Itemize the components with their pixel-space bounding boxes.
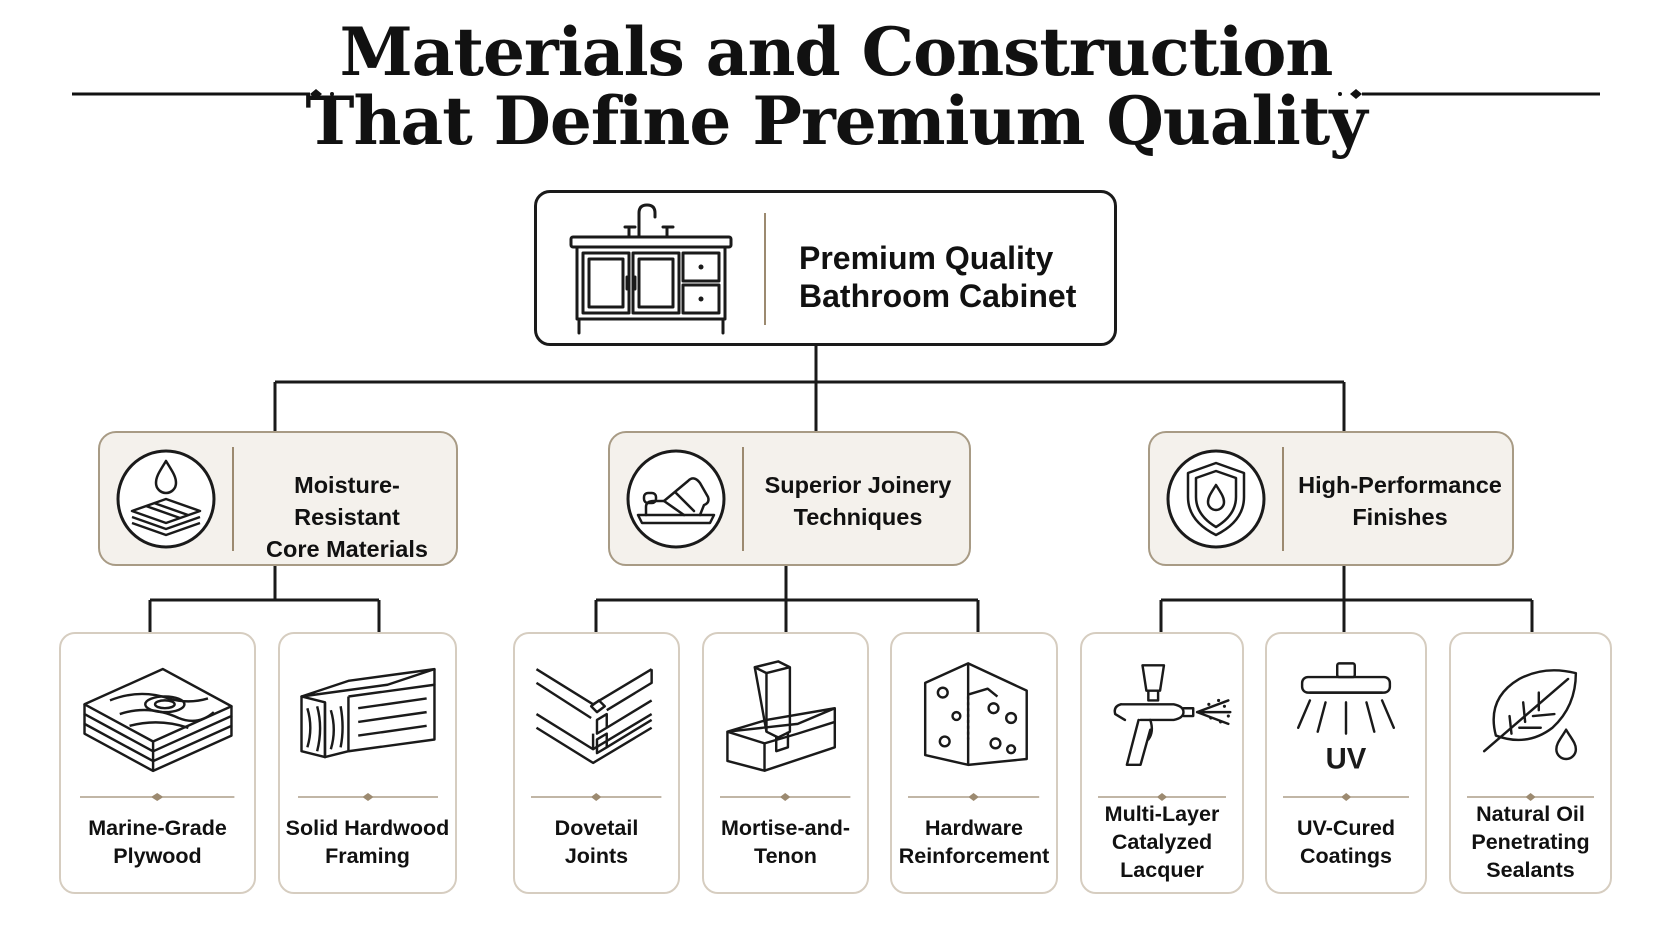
uv-lamp-icon: UV xyxy=(1296,662,1396,776)
leaf-label-line-1: Multi-Layer xyxy=(1104,802,1220,826)
plywood-stack-icon xyxy=(83,667,233,773)
page-title-line-2: That Define Premium Quality xyxy=(305,82,1367,160)
leaf-label-line-2: Tenon xyxy=(754,844,817,868)
leaf-label: Marine-Grade Plywood xyxy=(61,814,254,870)
leaf-label-line-3: Sealants xyxy=(1486,858,1575,882)
leaf-label-line-1: Hardware xyxy=(925,816,1023,840)
category-label-line-2: Core Materials xyxy=(266,536,428,562)
leaf-label: Multi-Layer Catalyzed Lacquer xyxy=(1082,800,1242,884)
category-divider xyxy=(232,447,234,551)
title-left-ornament xyxy=(72,89,334,99)
leaf-label: UV-Cured Coatings xyxy=(1267,814,1425,870)
uv-icon-text: UV xyxy=(1326,744,1367,776)
leaf-uv-cured-coatings: UV UV-Cured Coatings xyxy=(1265,632,1427,894)
leaf-marine-grade-plywood: Marine-Grade Plywood xyxy=(59,632,256,894)
leaf-label-line-2: Plywood xyxy=(113,844,202,868)
leaf-hardware-reinforcement: Hardware Reinforcement xyxy=(890,632,1058,894)
root-label-line-1: Premium Quality xyxy=(799,240,1054,276)
corner-bracket-icon xyxy=(923,662,1028,767)
leaf-drop-icon xyxy=(1482,669,1578,761)
leaf-solid-hardwood-framing: Solid Hardwood Framing xyxy=(278,632,457,894)
leaf-divider xyxy=(908,793,1040,801)
page-title-line-1: Materials and Construction xyxy=(339,13,1334,91)
water-drop-layers-icon xyxy=(116,449,216,549)
leaf-multi-layer-catalyzed-lacquer: Multi-Layer Catalyzed Lacquer xyxy=(1080,632,1244,894)
leaf-label-line-2: Coatings xyxy=(1300,844,1392,868)
category-label-line-2: Finishes xyxy=(1352,504,1448,530)
shield-drop-icon xyxy=(1166,449,1266,549)
leaf-label-line-1: UV-Cured xyxy=(1297,816,1395,840)
leaf-divider xyxy=(720,793,851,801)
leaf-divider xyxy=(1098,793,1226,801)
root-label: Premium Quality Bathroom Cabinet xyxy=(799,239,1076,315)
bathroom-vanity-icon xyxy=(569,203,733,335)
leaf-label-line-2: Reinforcement xyxy=(898,844,1050,868)
leaf-mortise-and-tenon: Mortise-and- Tenon xyxy=(702,632,869,894)
root-divider xyxy=(764,213,766,325)
leaf-label-line-2: Framing xyxy=(325,844,410,868)
leaf-label-line-1: Mortise-and- xyxy=(721,816,850,840)
category-label-line-2: Techniques xyxy=(793,504,923,530)
category-label: High-Performance Finishes xyxy=(1292,469,1508,533)
leaf-label-line-1: Solid Hardwood xyxy=(285,816,450,840)
leaf-divider xyxy=(297,793,438,801)
leaf-label-line-3: Lacquer xyxy=(1120,858,1204,882)
leaf-divider xyxy=(1282,793,1410,801)
leaf-label-line-2: Joints xyxy=(564,844,629,868)
leaf-label: Solid Hardwood Framing xyxy=(280,814,455,870)
leaf-divider xyxy=(1466,793,1595,801)
leaf-natural-oil-penetrating-sealants: Natural Oil Penetrating Sealants xyxy=(1449,632,1612,894)
category-moisture-resistant: Moisture-Resistant Core Materials xyxy=(98,431,458,566)
leaf-label: Mortise-and- Tenon xyxy=(704,814,867,870)
category-label-line-1: High-Performance xyxy=(1298,472,1502,498)
dovetail-joint-icon xyxy=(535,668,653,765)
leaf-label: Hardware Reinforcement xyxy=(892,814,1056,870)
leaf-divider xyxy=(531,793,662,801)
category-label-line-1: Moisture-Resistant xyxy=(294,472,400,530)
root-label-line-2: Bathroom Cabinet xyxy=(799,278,1077,314)
leaf-divider xyxy=(80,793,235,801)
category-high-performance: High-Performance Finishes xyxy=(1148,431,1514,566)
category-label: Superior Joinery Techniques xyxy=(752,469,964,533)
hand-plane-icon xyxy=(626,449,726,549)
leaf-label-line-1: Natural Oil xyxy=(1476,802,1585,826)
category-divider xyxy=(742,447,744,551)
leaf-label-line-1: Marine-Grade xyxy=(88,816,227,840)
hardwood-beam-icon xyxy=(300,667,436,759)
leaf-label-line-2: Penetrating xyxy=(1471,830,1590,854)
category-label-line-1: Superior Joinery xyxy=(764,472,952,498)
category-superior-joinery: Superior Joinery Techniques xyxy=(608,431,971,566)
category-divider xyxy=(1282,447,1284,551)
leaf-label-line-2: Catalyzed xyxy=(1111,830,1213,854)
title-right-ornament xyxy=(1338,89,1600,99)
spray-gun-icon xyxy=(1113,664,1232,767)
leaf-label: Dovetail Joints xyxy=(515,814,678,870)
category-label: Moisture-Resistant Core Materials xyxy=(242,469,452,565)
leaf-label-line-1: Dovetail xyxy=(554,816,639,840)
leaf-dovetail-joints: Dovetail Joints xyxy=(513,632,680,894)
leaf-label: Natural Oil Penetrating Sealants xyxy=(1451,800,1610,884)
root-node: Premium Quality Bathroom Cabinet xyxy=(534,190,1117,346)
mortise-tenon-icon xyxy=(726,660,837,772)
